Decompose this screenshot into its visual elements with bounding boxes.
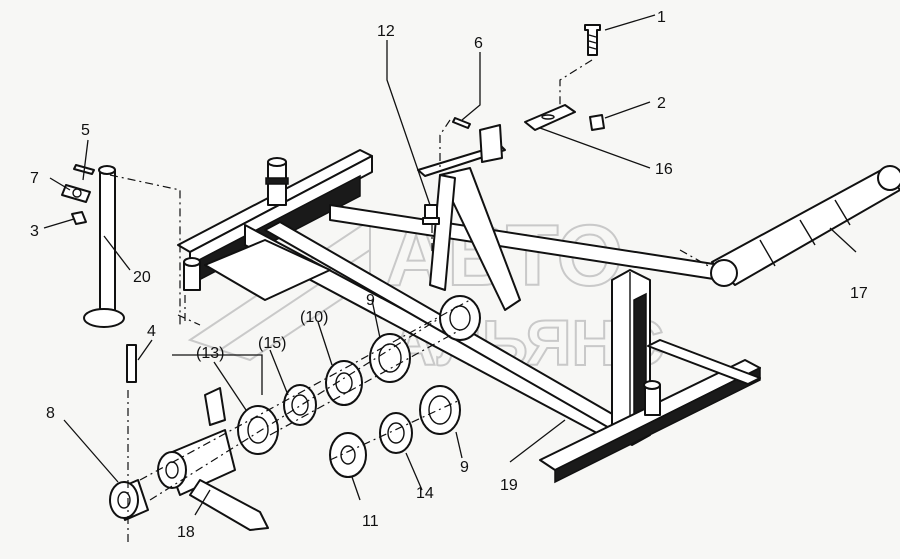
callout-3: 3 — [30, 223, 39, 240]
washer-11 — [329, 432, 367, 478]
callout-5: 5 — [81, 122, 90, 139]
leader-lines — [43, 14, 857, 516]
callout-12: 12 — [377, 23, 395, 40]
ring-10 — [325, 360, 363, 406]
nut-2 — [589, 114, 605, 131]
shaft-17 — [710, 165, 900, 287]
lever-18 — [157, 387, 269, 531]
callout-8: 8 — [46, 405, 55, 422]
ring-13 — [237, 405, 279, 455]
clamp-plate-16 — [524, 104, 576, 131]
bearing-9-lower — [419, 385, 461, 435]
callout-16: 16 — [655, 161, 673, 178]
assembly-axes — [109, 59, 713, 545]
callout-11: 11 — [362, 513, 379, 530]
bearing-9-upper — [369, 333, 411, 383]
callout-2: 2 — [657, 95, 666, 112]
callout-17: 17 — [850, 285, 868, 302]
callout-1: 1 — [657, 9, 666, 26]
callout-18: 18 — [177, 524, 195, 541]
callout-10: (10) — [300, 309, 328, 326]
clip-3 — [71, 211, 87, 225]
callout-7: 7 — [30, 170, 39, 187]
callout-9-lower: 9 — [460, 459, 469, 476]
callout-4: 4 — [147, 323, 156, 340]
main-frame — [177, 124, 761, 484]
callout-20: 20 — [133, 269, 151, 286]
callout-14: 14 — [416, 485, 434, 502]
ring-14 — [379, 412, 413, 454]
callout-labels: 1 2 3 4 5 6 7 8 9 9 (10) 11 12 (13) 14 (… — [30, 9, 868, 541]
callout-13: (13) — [196, 345, 224, 362]
callout-6: 6 — [474, 35, 483, 52]
callout-9-upper: 9 — [366, 292, 375, 309]
pin-4 — [126, 344, 137, 383]
pin-6 — [452, 117, 471, 129]
callout-15: (15) — [258, 335, 286, 352]
ring-15 — [283, 384, 317, 426]
bolt-1 — [584, 24, 601, 56]
shaft-20 — [83, 165, 125, 328]
callout-19: 19 — [500, 477, 518, 494]
collar-8 — [109, 479, 149, 521]
